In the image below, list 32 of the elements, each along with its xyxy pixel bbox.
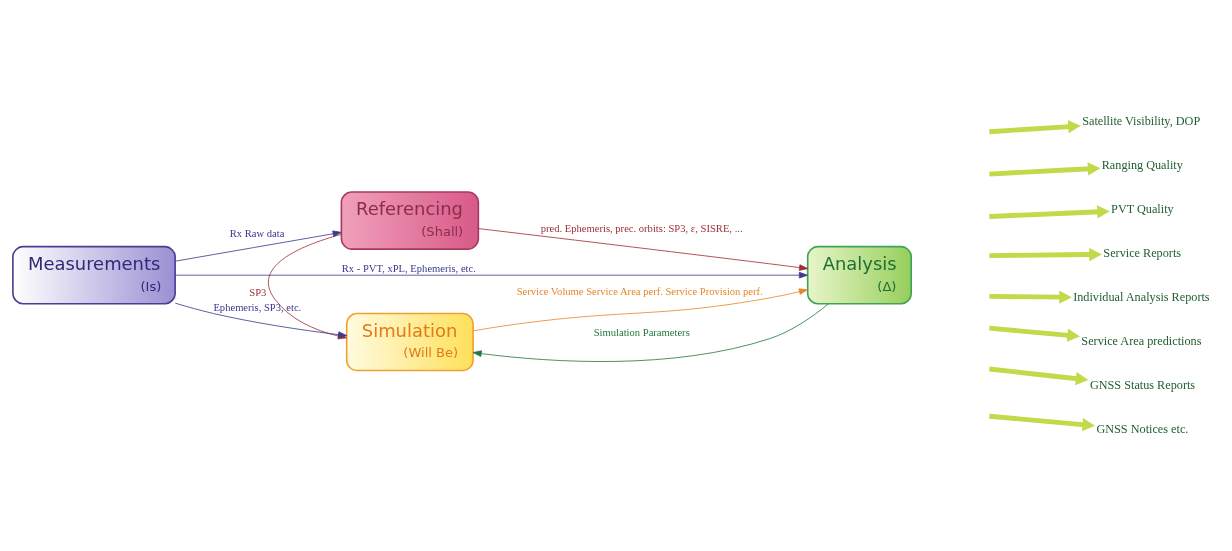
node-box: Simulation (Will Be) [345, 312, 474, 371]
node-text: PVT Quality [1111, 201, 1174, 216]
node-box: Analysis (Δ) [806, 245, 912, 305]
arrow [989, 413, 1095, 431]
arrow [472, 303, 829, 362]
arrow [174, 230, 342, 262]
arrow [989, 119, 1081, 134]
arrow [989, 366, 1089, 385]
edge-label: Rx Raw data [229, 227, 285, 239]
arrow [989, 325, 1080, 342]
node-text: GNSS Status Reports [1089, 377, 1196, 392]
arrow [989, 247, 1102, 261]
node-box: Referencing (Shall) [340, 190, 480, 250]
node-text: GNSS Notices etc. [1096, 421, 1189, 436]
node-text: Ranging Quality [1101, 157, 1183, 172]
edge-label: Service Volume Service Area perf. Service Provision perf. [516, 285, 763, 297]
node-text: Satellite Visibility, DOP [1082, 113, 1201, 128]
arrow [989, 204, 1110, 219]
edge-label: SP3 [249, 286, 267, 298]
arrow [989, 161, 1101, 177]
node-text: Service Reports [1103, 245, 1182, 260]
node-text: Service Area predictions [1081, 333, 1202, 348]
node-text: Individual Analysis Reports [1073, 289, 1210, 304]
edge-label: Rx - PVT, xPL, Ephemeris, etc. [341, 262, 476, 274]
edge-label: Ephemeris, SP3, etc. [213, 301, 302, 313]
arrow [472, 287, 808, 331]
edge-label: Simulation Parameters [593, 326, 690, 338]
arrow [989, 290, 1072, 304]
edge-label: pred. Ephemeris, prec. orbits: SP3, ε, SISRE, ... [540, 221, 743, 233]
arrow [478, 227, 809, 271]
node-box: Measurements (Is) [12, 245, 176, 305]
arrow [174, 271, 808, 278]
